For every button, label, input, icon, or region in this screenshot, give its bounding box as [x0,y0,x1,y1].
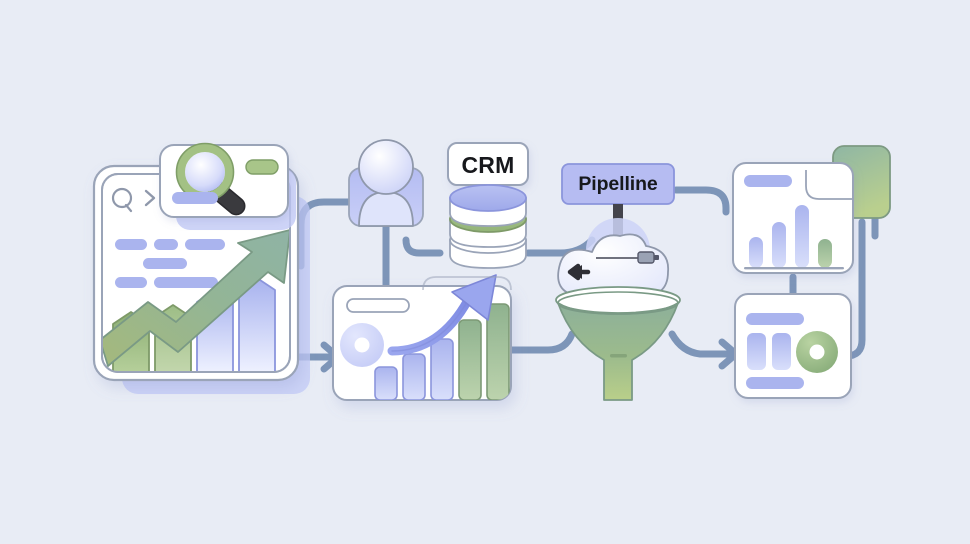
connector-funnel-to-kpi [668,330,742,358]
chart-bar [238,277,276,372]
kpi-dashboard-card[interactable] [734,293,852,399]
chart-bar [458,319,482,400]
search-magnifier-card[interactable] [159,142,296,231]
funnel-shape [555,286,681,401]
crm-disc-top-periwinkle [449,184,527,227]
growth-card-header-pill [346,298,410,313]
placeholder-line [115,277,147,288]
pipeline-funnel-node[interactable] [555,163,681,401]
search-icon[interactable] [111,187,133,213]
pipeline-label-chip[interactable] [561,163,675,205]
connector-growth-to-funnel [508,330,576,354]
kpi-card-top-pill [746,313,804,325]
funnel-stem-mark [610,354,627,358]
placeholder-line [115,239,147,250]
connector-crm-elbow-left [402,236,444,257]
growth-dashboard-card[interactable] [332,274,512,401]
growth-card-donut-hole [354,337,370,353]
chart-bar [772,222,786,268]
chart-bar [402,353,426,400]
chevron-right-icon[interactable] [144,189,156,207]
crm-label-card [447,142,529,186]
user-avatar-node[interactable] [348,139,424,227]
kpi-card-block [772,333,791,370]
chart-bar [818,239,832,268]
placeholder-line [143,258,187,269]
magnifier-card-placeholder-line [172,192,218,204]
chart-bar [749,237,763,268]
crm-database-node[interactable] [447,142,529,269]
growth-curved-arrow [387,274,497,356]
chart-bar [486,303,510,400]
magnifier-card-action-pill[interactable] [245,159,279,175]
kpi-card-bottom-pill [746,377,804,389]
report-card-baseline [744,267,844,270]
report-bar-chart-card[interactable] [732,162,854,274]
trend-arrow-up [102,229,290,367]
chart-bar [430,338,454,400]
report-card-header-pill [744,175,792,187]
placeholder-line [154,277,218,288]
placeholder-line [154,239,178,250]
kpi-card-donut-hole [809,344,825,360]
chart-bar [795,205,809,268]
placeholder-line [185,239,225,250]
magnifier-lens-fill [185,152,225,192]
chart-bar [374,366,398,400]
person-head-icon [358,139,414,195]
kpi-card-block [747,333,766,370]
report-card-corner-fold [805,170,853,200]
growth-card-outline-echo [422,276,512,291]
connector-pipeline-to-report [672,186,730,216]
plug-icon [637,251,655,264]
